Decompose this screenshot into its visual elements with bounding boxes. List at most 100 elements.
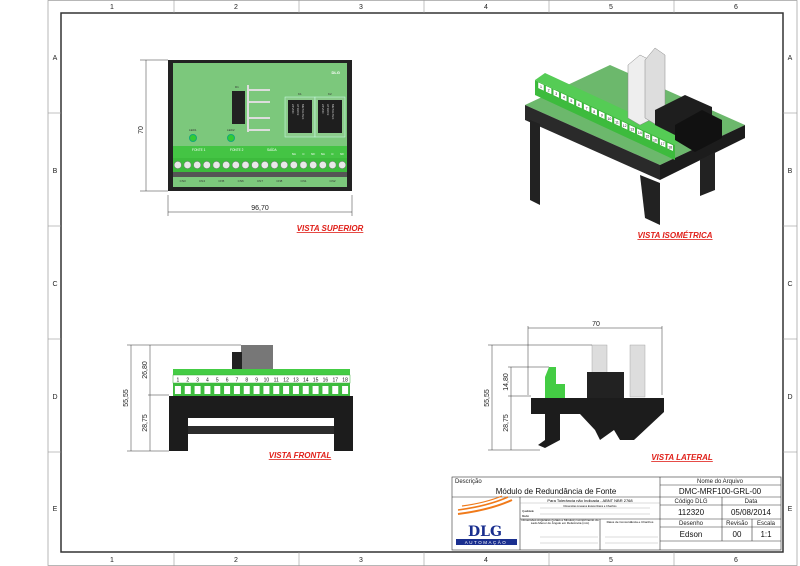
date: 05/08/2014 — [731, 508, 772, 517]
file-name-label: Nome do Arquivo — [697, 479, 744, 485]
terminal-number: 9 — [255, 378, 258, 384]
terminal-slot — [342, 386, 349, 394]
terminal-screw — [193, 161, 202, 169]
terminal-screw — [202, 161, 211, 169]
iso-terminal-number: 2 — [548, 89, 550, 93]
connector-label: CN3 — [180, 179, 186, 183]
contact-label: NF — [311, 152, 315, 156]
logo-text: DLG — [468, 524, 502, 540]
terminal-slot — [194, 386, 201, 394]
dlg-logo: DLG AUTOMAÇÃO — [456, 495, 517, 545]
iso-terminal — [644, 131, 651, 142]
relay-maker: METALTEX — [301, 104, 305, 119]
iso-terminal — [613, 117, 621, 127]
group-label: FONTE 2 — [230, 148, 244, 152]
iso-terminal-number: 8 — [593, 110, 595, 114]
iso-terminal — [636, 127, 643, 138]
column-label: 1 — [110, 557, 114, 564]
iso-terminal-number: 18 — [668, 145, 672, 149]
iso-terminal-number: 7 — [586, 106, 588, 110]
iso-terminal-number: 10 — [607, 117, 611, 121]
quality-label: Qualidade — [522, 509, 534, 513]
iso-terminal-number: 6 — [578, 103, 580, 107]
dimension-lower-height: 28,75 — [503, 414, 510, 432]
iso-terminal-number: 16 — [653, 138, 657, 142]
column-label: 5 — [609, 557, 613, 564]
terminal-number: 1 — [177, 378, 180, 384]
linear-tolerance-title: Dimensões Lineares Exceto Raios e Chanfr… — [563, 504, 617, 508]
iso-terminal-number: 14 — [638, 131, 642, 135]
iso-terminal-number: 15 — [645, 135, 649, 139]
contact-label: C — [331, 152, 334, 156]
scale-label: Escala — [757, 521, 776, 527]
connector-label: CN6 — [238, 179, 244, 183]
iso-terminal-number: 11 — [615, 121, 619, 125]
relay-model: AT1RC3 — [296, 104, 300, 116]
terminal-number: 7 — [236, 378, 239, 384]
row-label: C — [787, 281, 792, 288]
column-label: 3 — [359, 4, 363, 11]
column-label: 4 — [484, 557, 488, 564]
column-label: 1 — [110, 4, 114, 11]
iso-terminal-number: 3 — [555, 92, 557, 96]
iso-terminal-number: 4 — [563, 96, 565, 100]
contact-label: C — [302, 152, 305, 156]
iso-terminal — [606, 113, 613, 124]
terminal-number: 10 — [264, 378, 270, 384]
row-label: A — [53, 55, 58, 62]
iso-terminal-number: 9 — [601, 113, 603, 117]
terminal-screw — [270, 161, 279, 169]
column-label: 3 — [359, 557, 363, 564]
column-label: 2 — [234, 557, 238, 564]
terminal-number: 17 — [332, 378, 338, 384]
relay-label: K1 — [298, 92, 302, 96]
terminal-number: 5 — [216, 378, 219, 384]
column-label: 6 — [734, 557, 738, 564]
iso-terminal — [553, 88, 560, 99]
relay-k2 — [318, 100, 342, 133]
code: 112320 — [678, 508, 705, 517]
column-label: 4 — [484, 4, 488, 11]
terminal-number: 18 — [342, 378, 348, 384]
terminal-screw — [231, 161, 240, 169]
iso-terminal — [560, 92, 567, 102]
iso-terminal — [651, 134, 659, 145]
iso-terminal-number: 13 — [630, 128, 634, 132]
led-label: LED2 — [227, 128, 235, 132]
column-label: 6 — [734, 4, 738, 11]
medium-label: Médio — [522, 514, 530, 518]
date-label: Data — [745, 499, 758, 505]
iso-terminal — [598, 110, 605, 120]
terminal-slot — [253, 386, 260, 394]
drawn-by: Edson — [680, 530, 703, 539]
relay-voltage: 24VDC — [321, 104, 325, 115]
terminal-number: 3 — [196, 378, 199, 384]
terminal-screw — [173, 161, 182, 169]
dimension-upper-height: 26,80 — [142, 361, 149, 379]
terminal-slot — [224, 386, 231, 394]
terminal-screw — [309, 161, 318, 169]
terminal-number: 6 — [226, 378, 229, 384]
relay-voltage: 24VDC — [291, 104, 295, 115]
iso-terminal — [575, 99, 583, 110]
terminal-slot — [292, 386, 299, 394]
terminal-number: 2 — [186, 378, 189, 384]
iso-terminal-number: 12 — [623, 124, 627, 128]
terminal-slot — [263, 386, 270, 394]
iso-terminal-number: 17 — [661, 142, 665, 146]
description-label: Descrição — [455, 479, 482, 485]
led-label: LED1 — [189, 128, 197, 132]
terminal-number: 13 — [293, 378, 299, 384]
drawing-frame: 1 2 3 4 5 6 1 2 3 4 5 6 A B C D E A B C … — [47, 0, 798, 566]
contact-label: NF — [340, 152, 344, 156]
terminal-slot — [233, 386, 240, 394]
description: Módulo de Redundância de Fonte — [496, 487, 617, 496]
terminal-screw — [260, 161, 269, 169]
dimension-lower-height: 28,75 — [142, 414, 149, 432]
column-label: 2 — [234, 4, 238, 11]
logo-subtitle: AUTOMAÇÃO — [465, 539, 507, 545]
iso-terminal — [545, 85, 552, 95]
dimension-upper-height: 14,80 — [503, 373, 510, 391]
